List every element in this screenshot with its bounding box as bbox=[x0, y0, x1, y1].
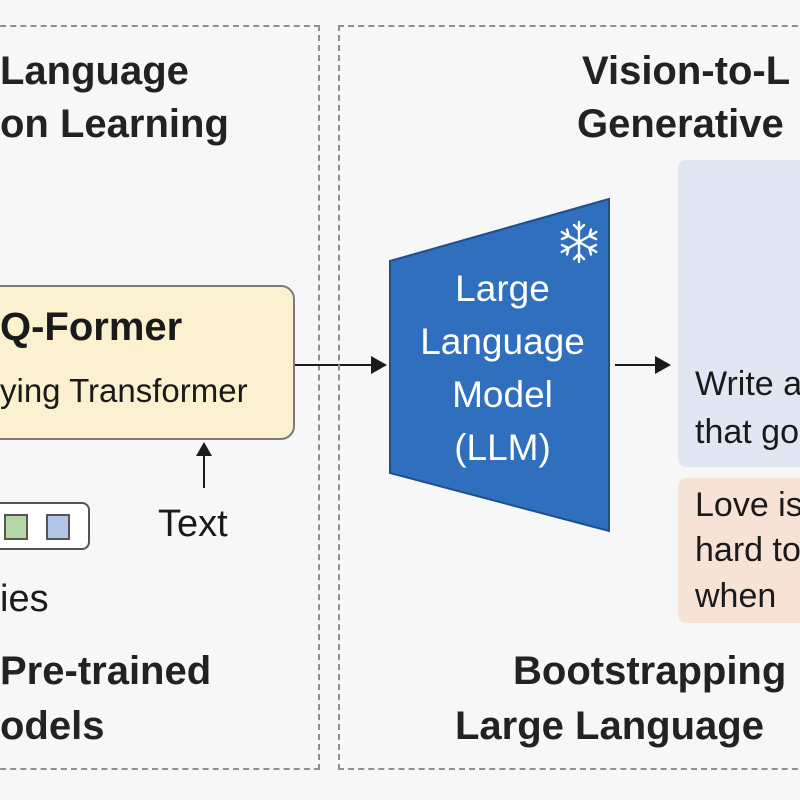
left-title-line2: on Learning bbox=[0, 102, 229, 146]
output-text-line3: when bbox=[695, 577, 777, 615]
left-bottom-line1: Pre-trained bbox=[0, 649, 212, 693]
prompt-card bbox=[678, 160, 800, 467]
left-title-line1: Language bbox=[0, 49, 189, 93]
right-panel bbox=[338, 25, 800, 770]
llm-label-line3: Model bbox=[452, 374, 553, 415]
left-panel bbox=[0, 25, 320, 770]
right-title-line1: Vision-to-L bbox=[582, 49, 791, 93]
qformer-subtitle: ying Transformer bbox=[0, 372, 248, 409]
llm-block bbox=[389, 197, 610, 533]
llm-label-line4: (LLM) bbox=[454, 427, 551, 468]
llm-label-line1: Large bbox=[455, 268, 550, 309]
output-text-line2: hard to bbox=[695, 531, 800, 569]
llm-label-line2: Language bbox=[420, 321, 585, 362]
qformer-box bbox=[0, 285, 295, 440]
prompt-text-line1: Write a bbox=[695, 365, 800, 403]
queries-label: ies bbox=[0, 578, 49, 620]
query-token-green bbox=[4, 514, 28, 540]
output-text-line1: Love is bbox=[695, 486, 800, 524]
llm-label: Large Language Model (LLM) bbox=[395, 262, 610, 474]
qformer-title: Q-Former bbox=[0, 305, 183, 349]
qformer-to-llm-arrow bbox=[295, 356, 387, 374]
left-bottom-line2: odels bbox=[0, 704, 105, 748]
right-bottom-line1: Bootstrapping bbox=[513, 649, 787, 693]
query-token-blue bbox=[46, 514, 70, 540]
text-input-label: Text bbox=[158, 503, 228, 545]
llm-to-output-arrow bbox=[615, 356, 671, 374]
prompt-text-line2: that go bbox=[695, 413, 799, 451]
text-to-qformer-arrow bbox=[196, 442, 212, 488]
right-bottom-line2: Large Language bbox=[455, 704, 764, 748]
output-card bbox=[678, 478, 800, 623]
right-title-line2: Generative bbox=[577, 102, 784, 146]
snowflake-icon bbox=[560, 220, 598, 264]
query-tokens bbox=[0, 502, 90, 550]
